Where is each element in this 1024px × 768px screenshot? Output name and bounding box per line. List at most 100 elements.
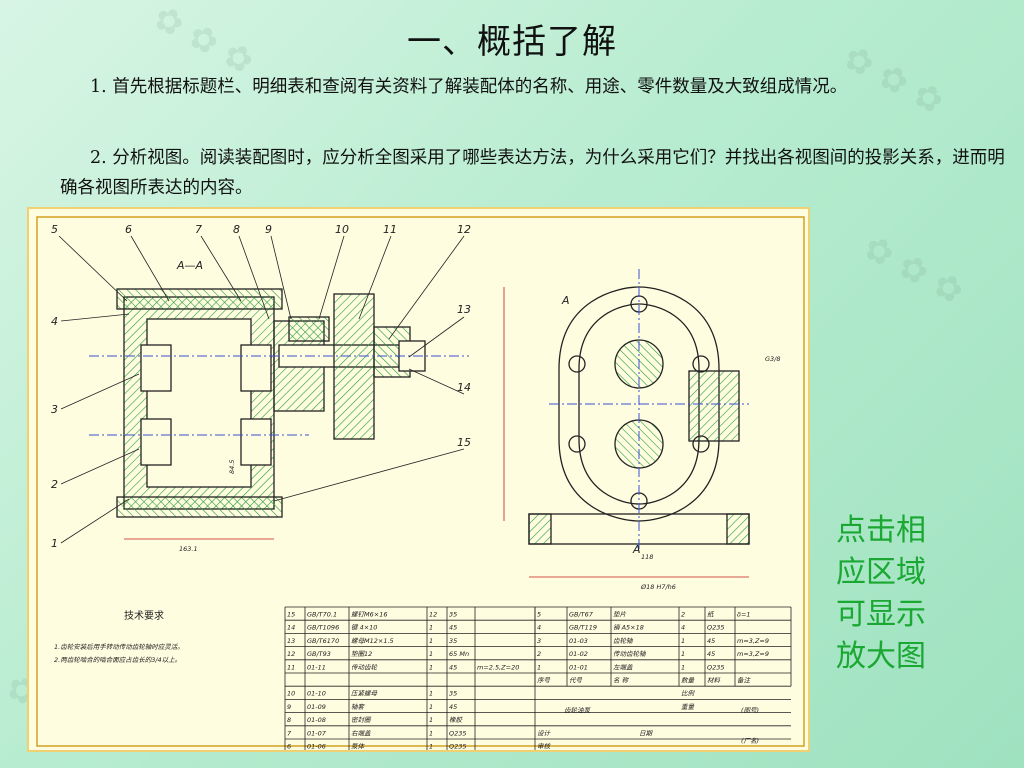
svg-text:9: 9 [265,223,272,236]
parts-cell: 45 [449,663,457,671]
slide-title: 一、概括了解 [407,22,617,62]
title-block-date: 日期 [639,729,654,737]
parts-cell: Q235 [449,743,467,751]
parts-cell: 轴套 [351,703,366,711]
parts-cell: 左端盖 [613,663,633,671]
parts-cell: 2 [537,650,541,658]
parts-cell: 1 [429,624,433,632]
parts-cell: 齿轮轴 [613,637,634,645]
tech-req-title: 技术要求 [124,609,164,622]
dim-width: Ø18 H7/h6 [640,583,676,591]
parts-cell: 压紧螺母 [351,690,378,698]
parts-cell: 9 [287,703,291,711]
parts-cell: 01-11 [307,663,326,671]
parts-cell: Q235 [449,729,467,737]
parts-cell: 01-02 [569,650,588,658]
dim-inner: 118 [641,553,653,561]
parts-cell: 垫片 [613,611,627,619]
parts-cell: 6 [287,743,291,751]
parts-cell: 12 [287,650,295,658]
parts-cell: 5 [537,611,541,619]
parts-header: 材料 [707,677,721,685]
zoom-hint-link[interactable]: 点击相应区域可显示放大图 [836,513,926,674]
parts-cell: 45 [449,624,457,632]
parts-cell: 35 [449,611,457,619]
parts-header: 代号 [569,677,583,685]
parts-cell: 泵体 [351,743,366,751]
parts-table [284,606,792,750]
svg-text:8: 8 [233,223,240,236]
parts-cell: 45 [707,637,715,645]
paragraph-view-analysis: 2. 分析视图。阅读装配图时，应分析全图采用了哪些表达方法，为什么采用它们？并找… [60,148,1005,198]
parts-cell: 传动齿轮轴 [613,650,647,658]
tech-req-line: 1.齿轮安装后用手转动传动齿轮轴时应灵活。 [54,643,184,651]
title-block-name: 齿轮油泵 [564,707,592,715]
parts-cell: 4 [681,624,685,632]
svg-text:15: 15 [457,436,471,449]
parts-cell: 01-06 [307,743,326,751]
svg-text:2: 2 [51,478,58,491]
svg-text:3: 3 [51,403,58,416]
dim-height: 84.5 [228,460,236,474]
view-mark-bottom: A [632,543,641,556]
dim-length: 163.1 [179,545,198,553]
svg-text:10: 10 [335,223,349,236]
parts-cell: GB/T1096 [307,624,339,632]
parts-cell: 纸 [707,611,715,619]
parts-header: 序号 [537,677,551,685]
parts-cell: 1 [429,703,433,711]
parts-cell: 12 [429,611,437,619]
parts-cell: 1 [681,663,685,671]
parts-cell: Q235 [707,663,725,671]
parts-cell: 45 [449,703,457,711]
parts-cell: 1 [681,637,685,645]
parts-cell: 14 [287,624,295,632]
parts-cell: 65 Mn [449,650,469,658]
parts-cell: GB/T6170 [307,637,339,645]
parts-cell: 1 [429,663,433,671]
parts-cell: 1 [429,637,433,645]
parts-cell: GB/T93 [307,650,331,658]
parts-header: 数量 [681,677,696,685]
title-block-drawn: 设计 [537,729,552,737]
parts-cell: 01-08 [307,716,326,724]
svg-text:1: 1 [51,537,58,550]
svg-text:14: 14 [457,381,471,394]
parts-cell: 01-07 [307,729,327,737]
parts-cell: 10 [287,690,295,698]
parts-cell: 2 [681,611,685,619]
parts-cell: 15 [287,611,295,619]
parts-cell: 01-09 [307,703,326,711]
parts-header: 备注 [737,677,752,685]
title-block-company: (厂名) [741,737,759,745]
parts-cell: 右端盖 [351,729,371,737]
parts-cell: m=3,Z=9 [737,650,769,658]
svg-text:13: 13 [457,303,471,316]
parts-cell: 01-01 [569,663,588,671]
svg-text:6: 6 [125,223,132,236]
svg-text:4: 4 [51,315,58,328]
svg-text:12: 12 [457,223,471,236]
parts-cell: 1 [537,663,541,671]
parts-cell: 1 [429,690,433,698]
parts-cell: 螺钉M6×16 [351,611,387,619]
side-view [503,269,750,578]
parts-cell: 1 [429,716,433,724]
parts-cell: 垫圈12 [351,650,372,658]
parts-cell: 35 [449,690,457,698]
paragraph-overview: 1. 首先根据标题栏、明细表和查阅有关资料了解装配体的名称、用途、零件数量及大致… [90,77,848,97]
parts-cell: 传动齿轮 [351,663,379,671]
view-mark-top: A [561,294,570,307]
parts-cell: 键 4×10 [351,624,377,632]
parts-cell: 3 [537,637,541,645]
parts-cell: 1 [429,743,433,751]
parts-cell: 销 A5×18 [613,624,644,632]
title-block-checked: 审核 [537,743,552,751]
parts-cell: 01-03 [569,637,588,645]
parts-cell: 1 [429,650,433,658]
parts-cell: 橡胶 [449,716,464,724]
